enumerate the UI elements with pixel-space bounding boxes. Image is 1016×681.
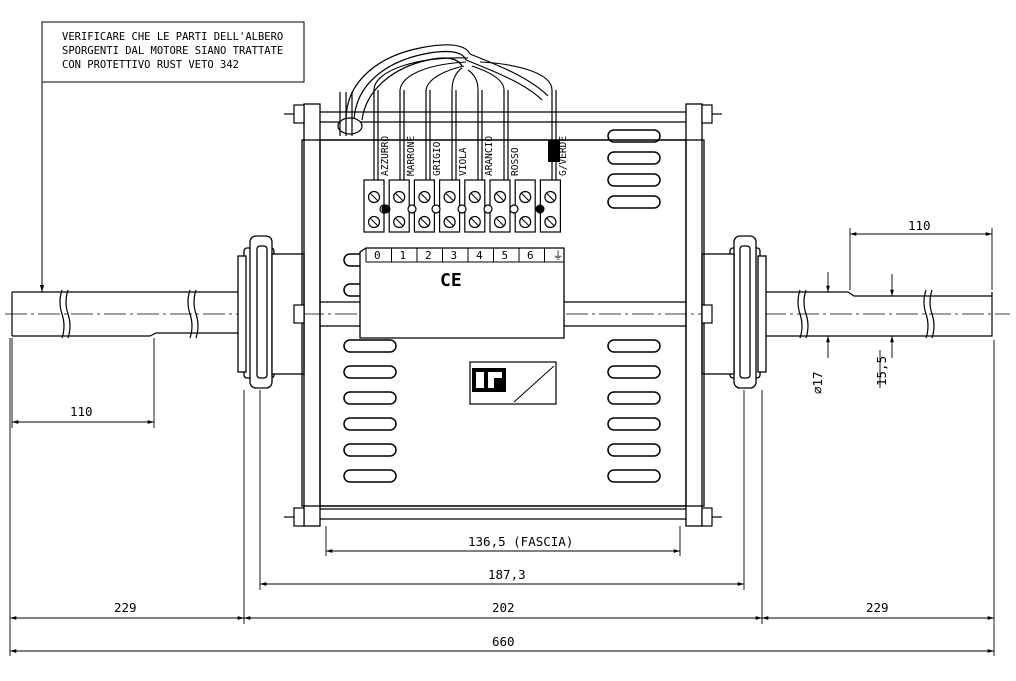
jumper-dot [535, 204, 545, 214]
vent-slot [607, 365, 661, 379]
jumper-dot [381, 204, 391, 214]
vent-slot [607, 391, 661, 405]
dimension-lines [9, 228, 995, 656]
vent-slot [607, 129, 661, 143]
vent-slot [607, 339, 661, 353]
jumper-bridge [431, 204, 441, 214]
terminal-number: 0 [374, 249, 381, 262]
jumper-bridge [509, 204, 519, 214]
terminal-numbers: 0 1 2 3 4 5 6 ⏚ [365, 248, 564, 262]
terminal-number: 1 [400, 249, 407, 262]
vent-slot [343, 417, 397, 431]
dim-diameter: ⌀17 [810, 371, 825, 394]
cable-bundle [337, 44, 549, 136]
wire-label: G/VERDE [558, 136, 569, 176]
terminal-number: ⏚ [553, 249, 564, 262]
terminal-block [363, 179, 562, 233]
vent-slot [607, 443, 661, 457]
dim-right-229: 229 [866, 600, 889, 615]
wire-label: AZZURRO [380, 136, 391, 176]
right-flange [701, 235, 767, 389]
right-shaft [762, 289, 993, 339]
dim-band: 136,5 (FASCIA) [468, 534, 573, 549]
dim-right-shaft: 110 [908, 218, 931, 233]
vent-slot [607, 469, 661, 483]
dim-flat: 15,5 [874, 356, 889, 386]
terminal-number: 5 [502, 249, 509, 262]
vent-slot [343, 469, 397, 483]
vent-slot [343, 443, 397, 457]
vent-slot [343, 365, 397, 379]
terminal-number: 2 [425, 249, 432, 262]
ce-mark: CE [440, 270, 462, 291]
terminal-plate: 0 1 2 3 4 5 6 ⏚ CE [359, 247, 565, 339]
dim-total: 660 [492, 634, 515, 649]
vent-slot [607, 173, 661, 187]
left-flange [237, 235, 305, 389]
vent-slot [343, 339, 397, 353]
terminal-number: 3 [451, 249, 458, 262]
ground-sleeve [548, 140, 560, 162]
jumper-bridge [457, 204, 467, 214]
wire-label: VIOLA [458, 147, 469, 176]
dimension-labels: 110 110 ⌀17 15,5 136,5 (FASCIA) 187,3 22… [70, 218, 931, 649]
tie-rod-nuts [284, 104, 722, 527]
jumper-bridge [483, 204, 493, 214]
jumper-bridge [407, 204, 417, 214]
dim-left-shaft: 110 [70, 404, 93, 419]
wire-label: GRIGIO [432, 141, 443, 176]
slots-right [607, 129, 661, 483]
note-line-3: CON PROTETTIVO RUST VETO 342 [62, 59, 239, 71]
terminal-number: 6 [527, 249, 534, 262]
note-line-1: VERIFICARE CHE LE PARTI DELL'ALBERO [62, 31, 283, 43]
wire-label: ARANCIO [484, 136, 495, 176]
left-shaft [11, 289, 244, 339]
note-line-2: SPORGENTI DAL MOTORE SIANO TRATTATE [62, 45, 283, 57]
vent-slot [607, 417, 661, 431]
wires: AZZURRO MARRONE GRIGIO VIOLA ARANCIO ROSSO G/V… [373, 57, 569, 180]
dim-body: 187,3 [488, 567, 526, 582]
dim-center-202: 202 [492, 600, 515, 615]
vent-slot [607, 151, 661, 165]
vent-slot [607, 195, 661, 209]
vent-slot [343, 391, 397, 405]
dim-left-229: 229 [114, 600, 137, 615]
wire-label: ROSSO [510, 147, 521, 176]
terminal-number: 4 [476, 249, 483, 262]
note-box: VERIFICARE CHE LE PARTI DELL'ALBERO SPOR… [39, 21, 305, 292]
manufacturer-label [469, 361, 557, 405]
wire-label: MARRONE [406, 136, 417, 176]
